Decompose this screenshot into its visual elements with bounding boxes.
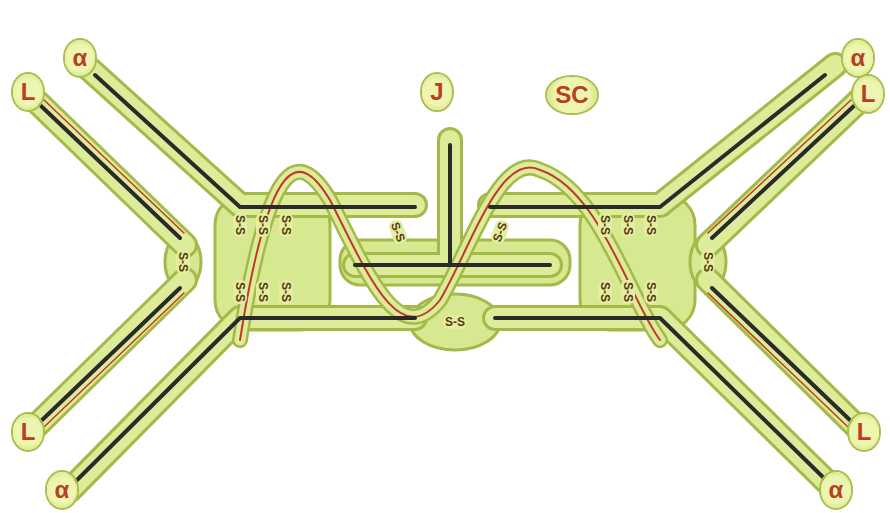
chain-label: L <box>13 74 44 110</box>
disulfide-label: S-S <box>644 213 658 237</box>
chain-label: L <box>849 414 880 450</box>
disulfide-label: S-S <box>598 213 612 237</box>
chain-label: SC <box>547 77 596 113</box>
disulfide-label: S-S <box>279 280 293 304</box>
chain-label: J <box>422 74 451 110</box>
disulfide-label: S-S <box>621 213 635 237</box>
disulfide-label: S-S <box>621 280 635 304</box>
disulfide-label: S-S <box>279 213 293 237</box>
disulfide-label: S-S <box>256 280 270 304</box>
disulfide-label: S-S <box>176 250 190 274</box>
chain-label: α <box>65 40 96 76</box>
disulfide-label: S-S <box>233 280 247 304</box>
chain-label: α <box>47 472 78 508</box>
chain-label: α <box>843 40 874 76</box>
disulfide-label: S-S <box>443 315 467 329</box>
disulfide-label: S-S <box>701 250 715 274</box>
chain-label: L <box>13 414 44 450</box>
disulfide-label: S-S <box>256 213 270 237</box>
disulfide-label: S-S <box>644 280 658 304</box>
disulfide-label: S-S <box>598 280 612 304</box>
disulfide-label: S-S <box>233 213 247 237</box>
chain-label: L <box>853 76 884 112</box>
chain-label: α <box>821 472 852 508</box>
